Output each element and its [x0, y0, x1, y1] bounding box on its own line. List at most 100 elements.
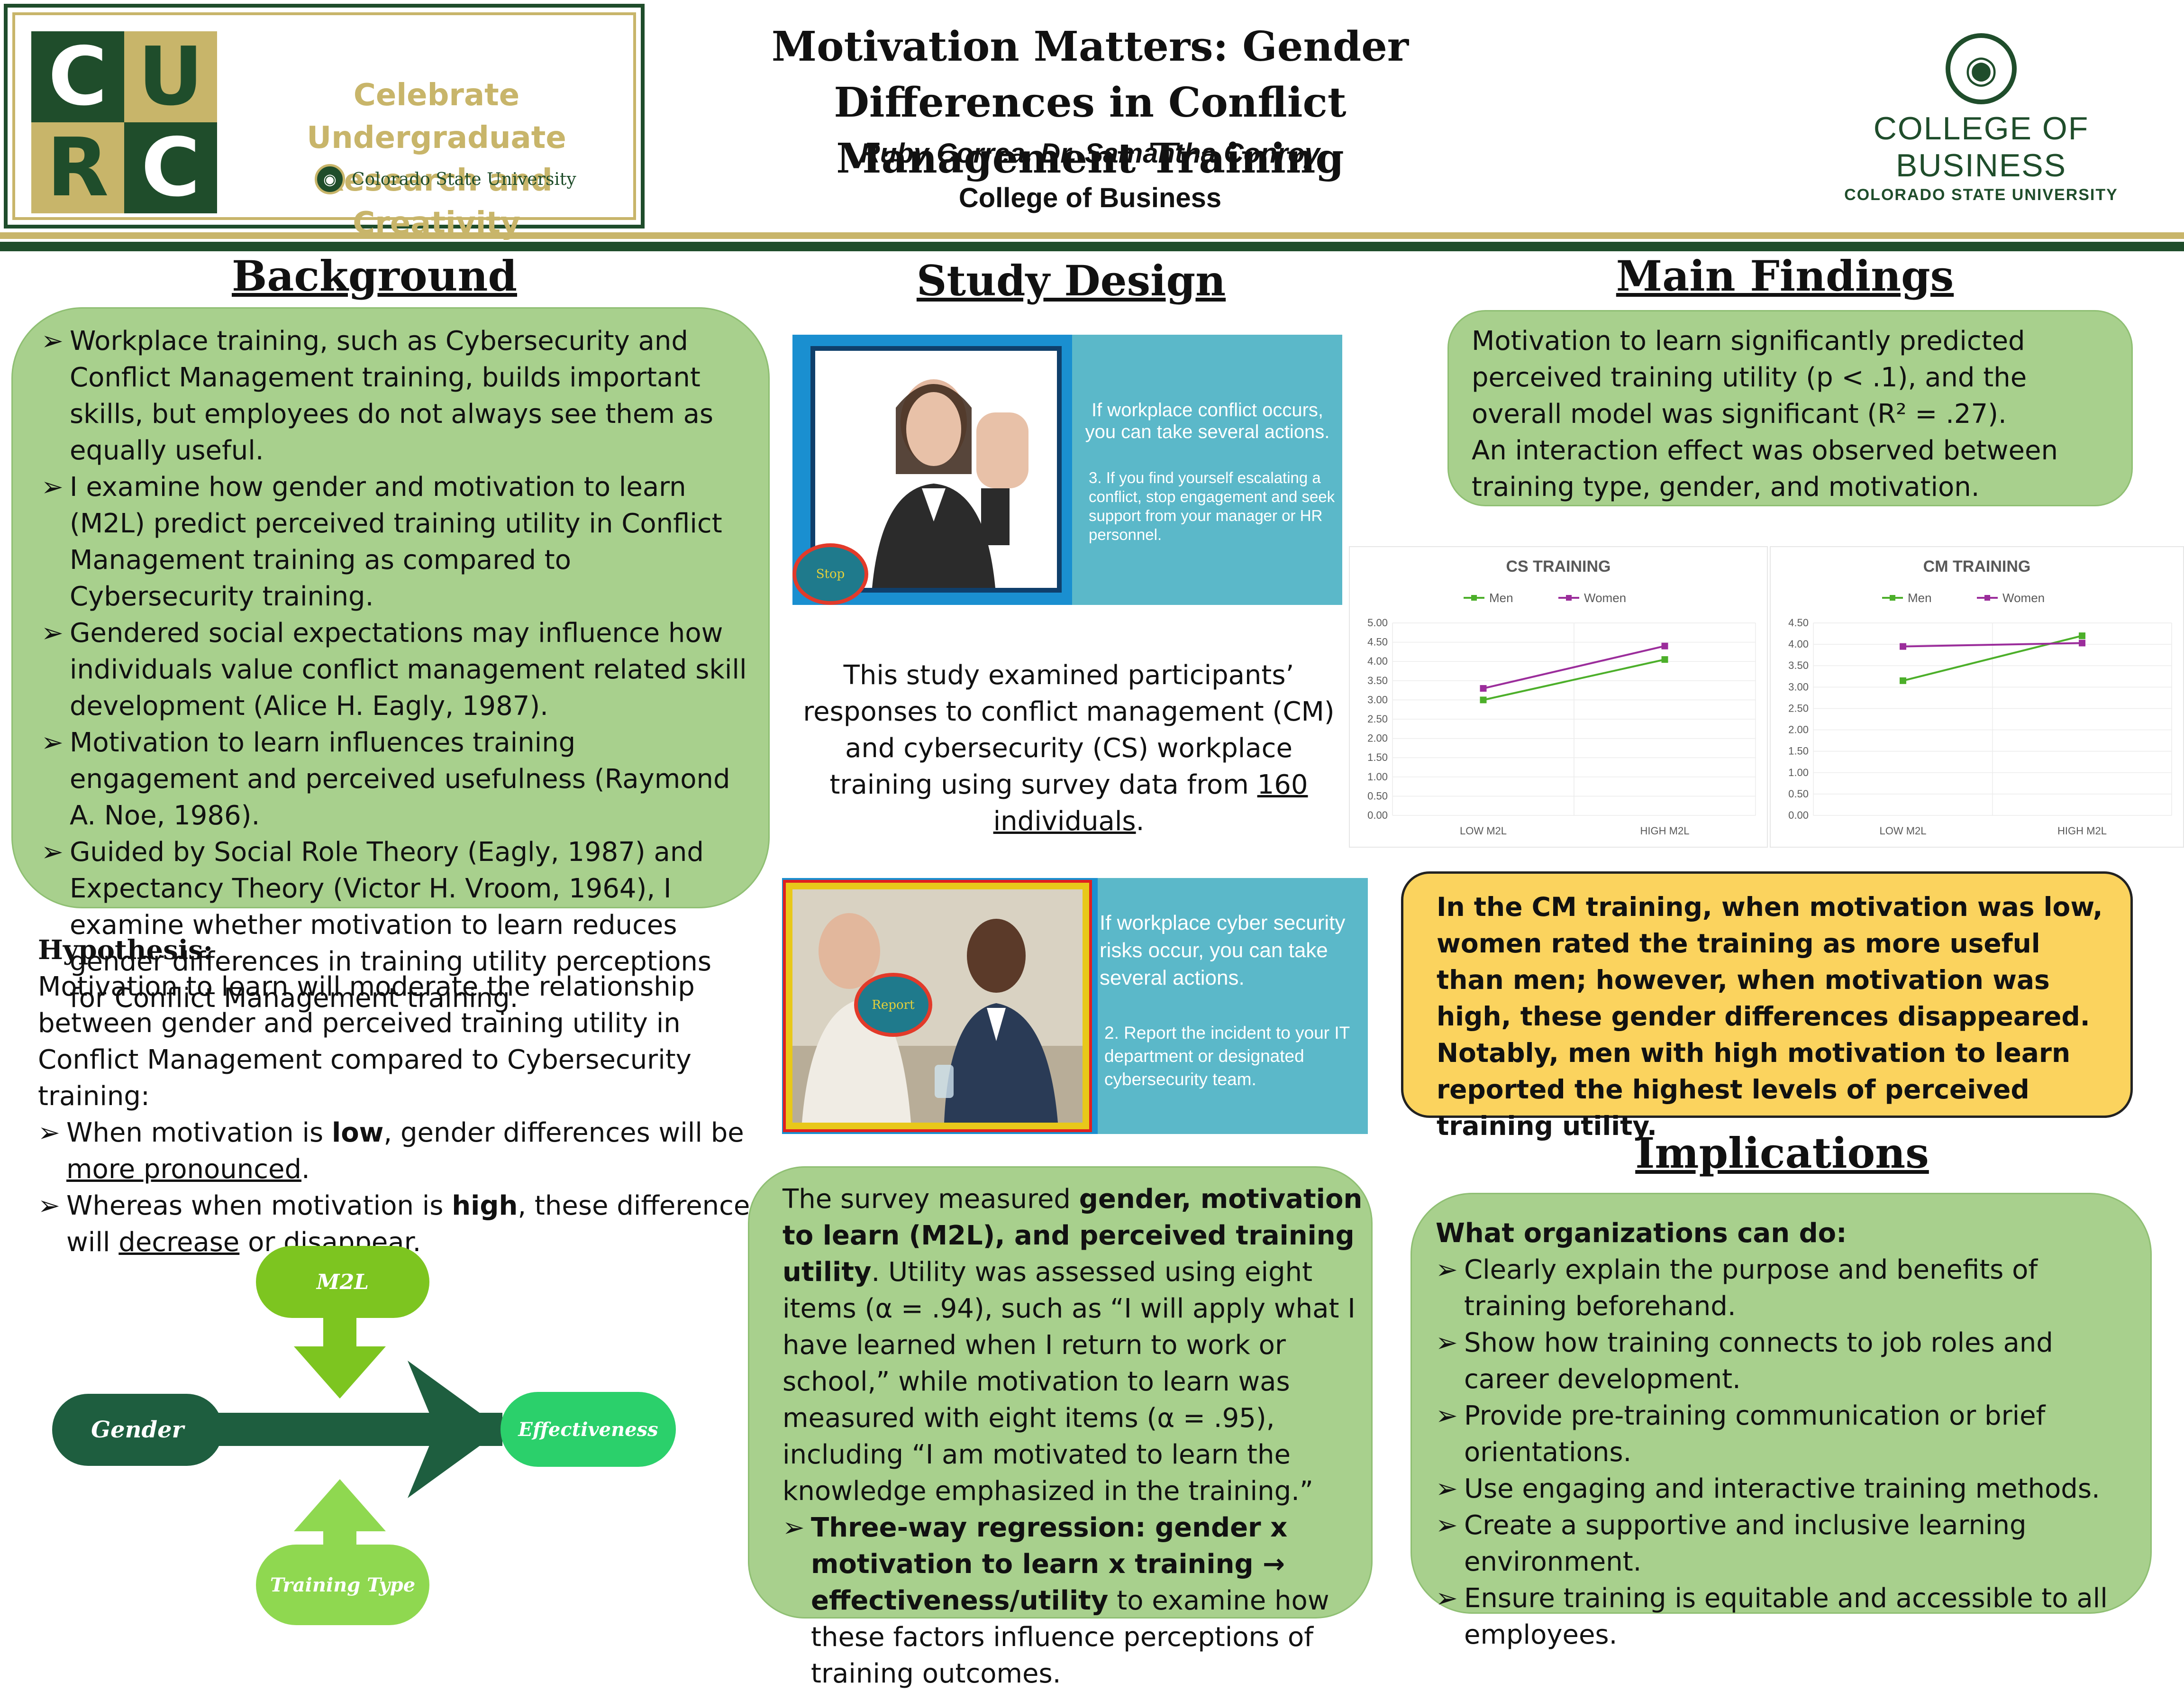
y-tick-label: 1.50 [1788, 745, 1809, 757]
text: . [1136, 806, 1145, 837]
legend-label: Women [1584, 591, 1626, 605]
cob-name: COLLEGE OF BUSINESS [1873, 110, 2089, 183]
hypothesis-list: When motivation is low, gender differenc… [38, 1115, 768, 1261]
text-underlined: more pronounced [66, 1154, 301, 1185]
background-item: Motivation to learn influences training … [41, 724, 749, 834]
text-underlined: individuals [993, 806, 1136, 837]
model-diagram-arrows [190, 1301, 502, 1579]
data-point [1480, 685, 1487, 692]
cob-sub: COLORADO STATE UNIVERSITY [1844, 186, 2118, 204]
scene1-item: 3. If you find yourself escalating a con… [1089, 469, 1335, 543]
curc-logo: C U R C Celebrate Undergraduate Research… [4, 4, 645, 241]
scene2-item: 2. Report the incident to your IT depart… [1104, 1023, 1350, 1089]
series-line [1902, 642, 2083, 648]
y-tick-label: 0.00 [1367, 809, 1388, 821]
y-tick-label: 4.00 [1788, 638, 1809, 650]
chart-title: CS TRAINING [1506, 558, 1611, 576]
y-tick-label: 2.50 [1788, 702, 1809, 714]
photo-meeting [783, 880, 1092, 1132]
csu-mini-label: Colorado State University [352, 169, 576, 189]
text-bold: low [332, 1117, 384, 1148]
text-bold: high [452, 1190, 518, 1221]
implication-item: Use engaging and interactive training me… [1436, 1471, 2141, 1507]
y-tick-label: 0.50 [1788, 788, 1809, 800]
series-line [1483, 645, 1665, 689]
implication-item: Clearly explain the purpose and benefits… [1436, 1252, 2141, 1325]
chart-title: CM TRAINING [1923, 558, 2031, 576]
cyber-training-slide: Report If workplace cyber security risks… [782, 878, 1368, 1134]
data-point [1661, 642, 1668, 649]
findings-box: Motivation to learn significantly predic… [1447, 310, 2133, 506]
text: , gender differences will be [383, 1117, 744, 1148]
curc-letter-r: R [31, 121, 124, 215]
main-findings-title: Main Findings [1616, 251, 1954, 301]
background-box: Workplace training, such as Cybersecurit… [11, 307, 770, 1014]
series-line [1483, 659, 1665, 701]
text: . [301, 1154, 310, 1185]
data-point [2079, 632, 2085, 640]
woman-stop-photo [872, 379, 1028, 588]
legend-label: Men [1908, 591, 1932, 605]
text: . Utility was assessed using eight items… [783, 1257, 1356, 1507]
college-of-business-logo: ◉ COLLEGE OF BUSINESS COLORADO STATE UNI… [1792, 33, 2171, 204]
implications-heading: What organizations can do: [1436, 1218, 1847, 1249]
y-tick-label: 4.50 [1788, 617, 1809, 629]
background-item: Guided by Social Role Theory (Eagly, 198… [41, 834, 749, 1016]
gender-node: Gender [52, 1394, 223, 1466]
curc-logo-inner-border [12, 12, 636, 220]
csu-mini-logo: ◉ Colorado State University [315, 164, 576, 194]
background-item: I examine how gender and motivation to l… [41, 469, 749, 615]
text: . [412, 1227, 421, 1258]
conflict-training-slide: Stop If workplace conflict occurs, you c… [792, 335, 1342, 605]
study-intro: This study examined participants’ respon… [796, 657, 1341, 840]
photo-woman-stop [810, 346, 1062, 593]
background-title: Background [231, 251, 518, 301]
training-type-arrow-head [294, 1479, 386, 1531]
text-underlined: decrease [118, 1227, 240, 1258]
legend-marker [1566, 595, 1572, 601]
text-bold: gender, motivation to learn (M2L), and p… [783, 1184, 1363, 1288]
survey-text: The survey measured gender, motivation t… [783, 1181, 1363, 1509]
curc-wordmark: Celebrate Undergraduate Research and Cre… [235, 74, 638, 245]
legend-label: Men [1489, 591, 1513, 605]
data-point [1661, 656, 1668, 663]
implication-item: Show how training connects to job roles … [1436, 1325, 2141, 1398]
text: Whereas when motivation is [66, 1190, 452, 1221]
data-point [1900, 677, 1906, 684]
implications-title: Implications [1635, 1128, 1929, 1178]
implication-item: Provide pre-training communication or br… [1436, 1398, 2141, 1471]
hypothesis-heading: Hypothesis: [38, 934, 213, 966]
y-tick-label: 2.00 [1788, 724, 1809, 736]
y-tick-label: 1.00 [1788, 767, 1809, 778]
implications-list: Clearly explain the purpose and benefits… [1436, 1252, 2141, 1653]
curc-letter-c1: C [31, 30, 124, 124]
data-point [1480, 696, 1487, 704]
legend-label: Women [2002, 591, 2045, 605]
survey-list: Three-way regression: gender x motivatio… [783, 1509, 1363, 1692]
curc-wordmark-line1: Celebrate Undergraduate [307, 78, 566, 155]
effectiveness-node: Effectiveness [500, 1392, 676, 1467]
survey-box: The survey measured gender, motivation t… [748, 1166, 1373, 1689]
implication-item: Create a supportive and inclusive learni… [1436, 1507, 2141, 1580]
x-tick-label: LOW M2L [1879, 825, 1926, 837]
ram-icon: ◉ [315, 164, 345, 194]
x-tick-label: HIGH M2L [1640, 825, 1690, 837]
y-tick-label: 4.00 [1367, 655, 1388, 667]
y-tick-label: 3.00 [1788, 681, 1809, 693]
study-design-title: Study Design [916, 256, 1226, 305]
poster-title-line1: Motivation Matters: Gender Differences i… [771, 23, 1409, 127]
meeting-photo [792, 889, 1083, 1123]
background-item: Gendered social expectations may influen… [41, 615, 749, 724]
header-rule-green [0, 242, 2184, 251]
text: , these differences will [66, 1190, 764, 1258]
poster-title: Motivation Matters: Gender Differences i… [687, 19, 1493, 187]
y-tick-label: 0.00 [1788, 809, 1809, 821]
y-tick-label: 1.50 [1367, 751, 1388, 763]
implication-item: Ensure training is equitable and accessi… [1436, 1580, 2141, 1653]
ram-icon: ◉ [1946, 33, 2017, 104]
y-tick-label: 1.00 [1367, 771, 1388, 783]
text: When motivation is [66, 1117, 332, 1148]
hypothesis-item-low: When motivation is low, gender differenc… [38, 1115, 768, 1188]
